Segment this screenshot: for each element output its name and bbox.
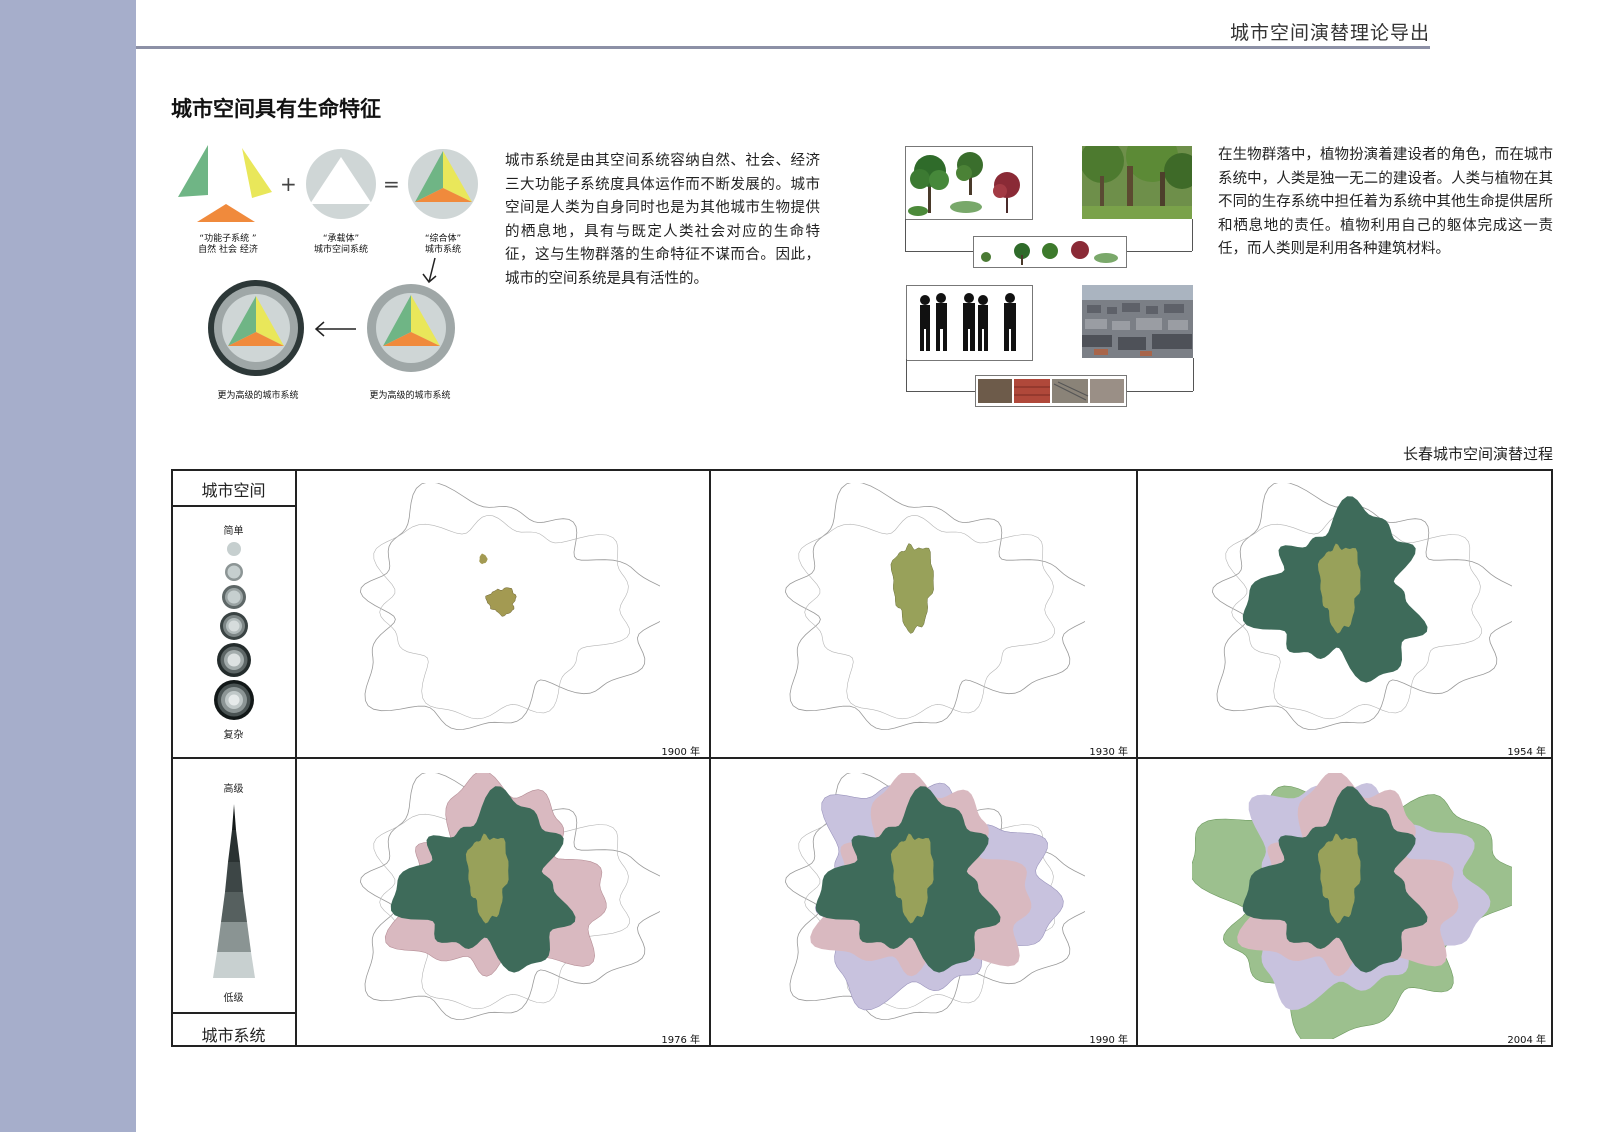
legend-label-advanced: 高级 bbox=[223, 784, 244, 795]
yellow-wedge bbox=[242, 148, 272, 198]
year-label-1954: 1954 年 bbox=[1507, 747, 1546, 758]
plant-strip-graphic bbox=[981, 241, 1118, 265]
region-outline-inner bbox=[798, 515, 1055, 720]
complexity-circles-legend bbox=[214, 542, 254, 720]
legend-footer-urban-system: 城市系统 bbox=[201, 1026, 266, 1045]
system-level-pyramid bbox=[213, 804, 255, 978]
materials-strip-frame bbox=[975, 375, 1127, 407]
year-label-1990: 1990 年 bbox=[1089, 1035, 1128, 1046]
functional-subsystem-label: “功能子系统 ” 自然 社会 经济 bbox=[180, 234, 276, 256]
plant-strip-frame bbox=[973, 236, 1127, 268]
higher-right-green bbox=[383, 295, 411, 346]
complex-label-line1: “综合体” bbox=[424, 234, 462, 244]
plus-sign: + bbox=[280, 172, 297, 196]
urban-core-1976 bbox=[465, 833, 509, 924]
region-outline-inner bbox=[798, 805, 1055, 1010]
plant-bracket-right bbox=[1192, 219, 1193, 251]
map-1930 bbox=[784, 483, 1085, 730]
region-outline bbox=[784, 483, 1085, 730]
complex-label: “综合体” 城市系统 bbox=[400, 234, 486, 256]
left-sidebar-band bbox=[0, 0, 136, 1132]
legend-header-line bbox=[173, 505, 296, 507]
people-bracket-left bbox=[906, 359, 907, 391]
higher-system-left-label: 更为高级的城市系统 bbox=[217, 391, 299, 401]
people-silhouettes-graphic bbox=[920, 293, 1016, 351]
orange-wedge bbox=[197, 204, 255, 222]
legend-footer-line bbox=[173, 1012, 296, 1014]
plant-cutouts-graphic bbox=[908, 152, 1020, 216]
grid-hline-middle bbox=[173, 757, 1551, 759]
complex-label-line2: 城市系统 bbox=[424, 245, 461, 255]
higher-right-yellow bbox=[411, 295, 440, 346]
higher-left-yellow bbox=[256, 296, 284, 346]
plant-bracket-bottom-left bbox=[905, 251, 973, 252]
urban-core-2004 bbox=[1317, 833, 1361, 924]
arrow-left-icon bbox=[314, 321, 356, 337]
higher-left-green bbox=[228, 296, 256, 346]
equals-sign: = bbox=[383, 172, 400, 196]
carrier-label-line2: 城市空间系统 bbox=[313, 245, 368, 255]
carrier-label-line1: “承载体” bbox=[322, 234, 360, 244]
materials-strip-graphic bbox=[978, 379, 1124, 403]
people-bracket-bottom-left bbox=[906, 391, 975, 392]
map-2004 bbox=[1192, 773, 1512, 1039]
plant-bracket-bottom-right bbox=[1126, 251, 1192, 252]
plant-cutouts-frame bbox=[905, 146, 1033, 220]
complex-yellow bbox=[443, 151, 472, 202]
city-aerial-graphic bbox=[1082, 285, 1193, 358]
year-label-1930: 1930 年 bbox=[1089, 747, 1128, 758]
map-1900 bbox=[359, 483, 660, 730]
func-label-line2: 自然 社会 经济 bbox=[198, 245, 258, 255]
page-header-title: 城市空间演替理论导出 bbox=[1229, 22, 1430, 44]
complex-orange bbox=[415, 188, 472, 202]
higher-right-orange bbox=[383, 332, 440, 346]
carrier-void-triangle bbox=[310, 157, 372, 204]
forest-photo bbox=[1082, 146, 1192, 219]
city-aerial-photo bbox=[1082, 285, 1193, 358]
left-paragraph: 城市系统是由其空间系统容纳自然、社会、经济三大功能子系统度具体运作而不断发展的。… bbox=[505, 153, 820, 287]
region-outline-inner bbox=[1225, 515, 1482, 720]
region-outline-inner bbox=[373, 805, 630, 1010]
timeline-grid bbox=[171, 469, 1553, 1047]
concept-diagram bbox=[178, 145, 478, 376]
urban-patch-1900 bbox=[479, 553, 488, 565]
timeline-title: 长春城市空间演替过程 bbox=[1402, 445, 1553, 463]
higher-system-right-label: 更为高级的城市系统 bbox=[369, 391, 451, 401]
legend-header-urban-space: 城市空间 bbox=[201, 481, 266, 500]
section-title: 城市空间具有生命特征 bbox=[171, 97, 381, 121]
urban-core-1990 bbox=[890, 833, 934, 924]
func-label-line1: “功能子系统 ” bbox=[199, 234, 257, 244]
people-silhouettes-frame bbox=[906, 285, 1033, 361]
green-wedge bbox=[178, 145, 208, 197]
legend-label-complex: 复杂 bbox=[223, 730, 244, 741]
year-label-1976: 1976 年 bbox=[661, 1035, 700, 1046]
region-outline bbox=[359, 483, 660, 730]
right-paragraph: 在生物群落中，植物扮演着建设者的角色，而在城市系统中，人类是独一无二的建设者。人… bbox=[1218, 147, 1553, 257]
legend-label-basic: 低级 bbox=[223, 993, 244, 1004]
complex-green bbox=[415, 151, 443, 202]
map-1990 bbox=[784, 773, 1085, 1020]
forest-photo-graphic bbox=[1082, 146, 1192, 219]
region-outline-inner bbox=[373, 515, 630, 720]
region-outline bbox=[1211, 483, 1512, 730]
year-label-2004: 2004 年 bbox=[1507, 1035, 1546, 1046]
header-rule bbox=[136, 46, 1430, 49]
region-outline bbox=[359, 773, 660, 1020]
carrier-label: “承载体” 城市空间系统 bbox=[296, 234, 386, 256]
map-1954 bbox=[1211, 483, 1512, 730]
arrow-down-icon bbox=[422, 257, 437, 284]
people-bracket-right bbox=[1193, 358, 1194, 391]
map-1976 bbox=[359, 773, 660, 1020]
urban-core-1954 bbox=[1317, 543, 1361, 634]
plant-bracket-left bbox=[905, 219, 906, 251]
urban-core-1900 bbox=[485, 587, 517, 617]
region-outline bbox=[784, 773, 1085, 1020]
people-bracket-bottom-right bbox=[1127, 391, 1193, 392]
higher-left-orange bbox=[228, 332, 284, 346]
urban-core-1930 bbox=[890, 543, 934, 634]
legend-label-simple: 简单 bbox=[223, 526, 244, 537]
year-label-1900: 1900 年 bbox=[661, 747, 700, 758]
